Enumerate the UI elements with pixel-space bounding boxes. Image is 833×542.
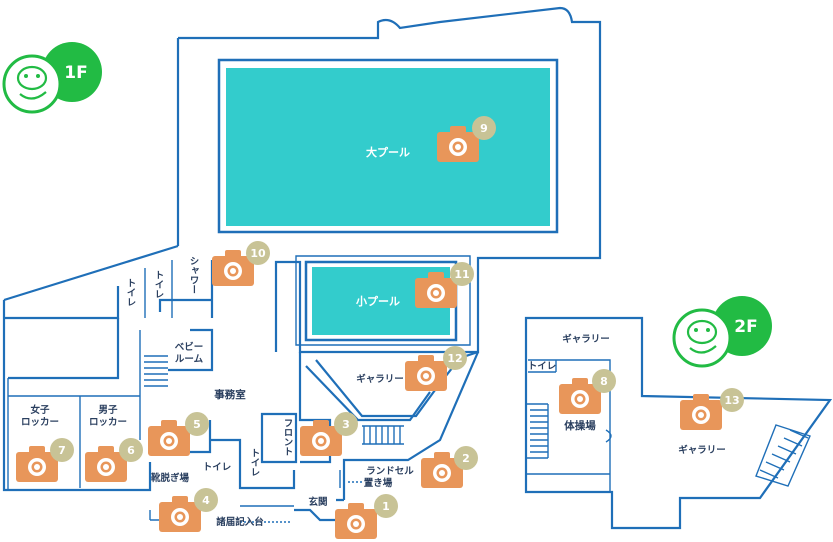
camera-number-badge: 7 (50, 438, 74, 462)
camera-number: 1 (382, 500, 390, 513)
second-floor-walls (524, 316, 833, 530)
camera-point-1[interactable]: 1 (335, 494, 398, 539)
camera-icon (300, 420, 342, 456)
camera-number: 3 (342, 418, 350, 431)
camera-number: 4 (202, 494, 210, 507)
front-label: フロント (282, 418, 293, 456)
camera-icon (85, 446, 127, 482)
camera-icon (559, 378, 601, 414)
mens-locker-label-2: ロッカー (89, 417, 127, 428)
gym-label: 体操場 (564, 419, 596, 432)
camera-number: 9 (480, 122, 488, 135)
office-label: 事務室 (214, 388, 246, 401)
camera-number: 11 (454, 268, 469, 281)
camera-number: 5 (193, 418, 201, 431)
camera-number-badge: 1 (374, 494, 398, 518)
camera-point-8[interactable]: 8 (559, 369, 616, 414)
camera-point-10[interactable]: 10 (212, 241, 270, 286)
entrance-label: 玄関 (308, 496, 327, 508)
gallery-2f-top-label: ギャラリー (562, 333, 610, 345)
womens-locker-label-1: 女子 (30, 404, 50, 416)
camera-icon (437, 126, 479, 162)
camera-number-badge: 8 (592, 369, 616, 393)
camera-number: 8 (600, 375, 608, 388)
floor-badge-1f: 1F (2, 42, 102, 114)
mascot-icon (16, 65, 48, 100)
camera-point-7[interactable]: 7 (16, 438, 74, 482)
camera-number-badge: 3 (334, 412, 358, 436)
womens-locker-label-2: ロッカー (21, 417, 59, 428)
shower-label: シャワー (188, 256, 200, 294)
toilet-label-b: トイレ (153, 270, 165, 299)
toilet-label-c: トイレ (203, 462, 232, 473)
floor-badge-2f: 2F (672, 296, 772, 368)
gallery-1f-label: ギャラリー (356, 373, 404, 385)
randsel-label-1: ランドセル (366, 466, 414, 477)
camera-icon (335, 503, 377, 539)
camera-icon (148, 420, 190, 456)
camera-number-badge: 2 (454, 446, 478, 470)
camera-icon (212, 250, 254, 286)
camera-point-6[interactable]: 6 (85, 438, 143, 482)
camera-point-4[interactable]: 4 (159, 488, 218, 532)
baby-room-label-2: ルーム (175, 354, 204, 365)
camera-point-9[interactable]: 9 (437, 116, 496, 162)
camera-number-badge: 12 (443, 346, 467, 370)
baby-room-label-1: ベビー (175, 341, 204, 353)
randsel-label-2: 置き場 (364, 477, 393, 489)
camera-number: 7 (58, 444, 66, 457)
camera-number-badge: 10 (246, 241, 270, 265)
camera-number-badge: 4 (194, 488, 218, 512)
floor-badge-2f-text: 2F (734, 317, 757, 337)
toilet-label-d: トイレ (249, 448, 261, 477)
toilet-label-a: トイレ (125, 278, 137, 307)
floor-badge-1f-text: 1F (64, 63, 87, 83)
camera-point-5[interactable]: 5 (148, 412, 209, 456)
camera-number: 13 (724, 394, 739, 407)
camera-icon (680, 394, 722, 430)
camera-number-badge: 9 (472, 116, 496, 140)
gallery-2f-right-label: ギャラリー (678, 444, 726, 456)
camera-number-badge: 13 (720, 388, 744, 412)
camera-number-badge: 5 (185, 412, 209, 436)
camera-point-12[interactable]: 12 (405, 346, 467, 391)
camera-number: 10 (250, 247, 266, 260)
shoe-area-label: 靴脱ぎ場 (151, 472, 190, 484)
small-pool-label: 小プール (355, 294, 400, 308)
large-pool (226, 68, 550, 226)
camera-icon (16, 446, 58, 482)
camera-number: 6 (127, 444, 135, 457)
mascot-icon (686, 319, 718, 354)
camera-icon (421, 452, 463, 488)
first-floor-walls (2, 6, 602, 523)
camera-point-11[interactable]: 11 (415, 262, 474, 308)
large-pool-label: 大プール (366, 145, 410, 159)
camera-number-badge: 11 (450, 262, 474, 286)
mens-locker-label-1: 男子 (98, 405, 118, 416)
toilet-2f-label: トイレ (528, 361, 557, 372)
camera-point-2[interactable]: 2 (421, 446, 478, 488)
register-desk-label: 諸届記入台 (216, 516, 264, 528)
camera-point-3[interactable]: 3 (300, 412, 358, 456)
camera-number: 2 (462, 452, 470, 465)
camera-number: 12 (447, 352, 462, 365)
camera-icon (415, 272, 457, 308)
camera-point-13[interactable]: 13 (680, 388, 744, 430)
camera-icon (159, 496, 201, 532)
camera-icon (405, 355, 447, 391)
camera-number-badge: 6 (119, 438, 143, 462)
